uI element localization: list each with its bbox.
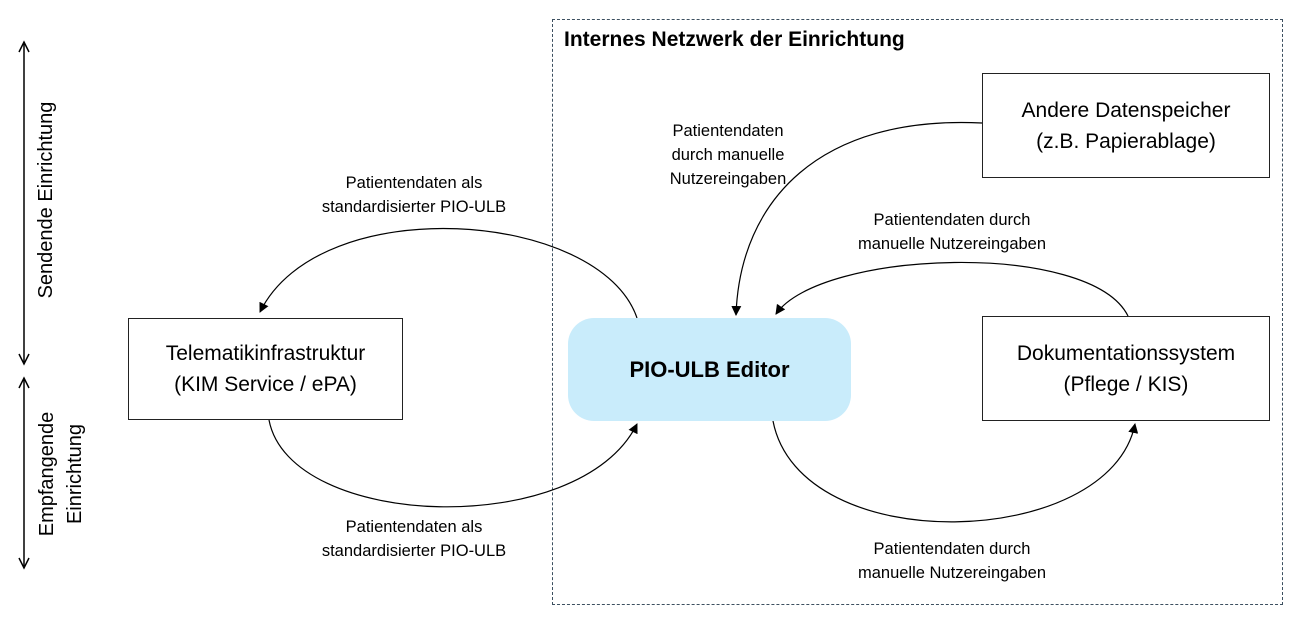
edge-editor-to-doku: [772, 420, 1139, 523]
edge-label-line: Patientendaten: [672, 122, 784, 140]
edge-label-line: standardisierter PIO-ULB: [321, 198, 507, 216]
edge-label-editor-to-doku: Patientendaten durch manuelle Nutzereing…: [858, 537, 1046, 585]
edge-label-telematik-to-editor: Patientendaten als standardisierter PIO-…: [322, 515, 506, 563]
node-doku-line2: (Pflege / KIS): [1063, 372, 1189, 396]
node-andere-datenspeicher: Andere Datenspeicher (z.B. Papierablage): [982, 73, 1270, 178]
edge-label-line: Patientendaten als: [345, 174, 483, 192]
node-editor-label: PIO-ULB Editor: [629, 356, 790, 382]
node-andere-line2: (z.B. Papierablage): [1036, 129, 1216, 153]
sending-side-label: Sendende Einrichtung: [35, 101, 57, 299]
node-telematikinfrastruktur: Telematikinfrastruktur (KIM Service / eP…: [128, 318, 403, 420]
edge-andere-to-editor: [731, 121, 983, 316]
node-telematik-line1: Telematikinfrastruktur: [165, 342, 366, 365]
node-telematik-line2: (KIM Service / ePA): [174, 373, 357, 396]
receiving-side-label: Empfangende Einrichtung: [33, 412, 89, 537]
edge-label-line: Patientendaten als: [345, 518, 483, 536]
edge-label-andere-to-editor: Patientendaten durch manuelle Nutzereing…: [670, 119, 787, 191]
node-andere-line1: Andere Datenspeicher: [1021, 98, 1231, 122]
edge-label-line: Patientendaten durch: [873, 540, 1031, 558]
edge-label-line: manuelle Nutzereingaben: [857, 235, 1047, 253]
node-doku-line1: Dokumentationssystem: [1016, 341, 1236, 365]
edge-label-line: standardisierter PIO-ULB: [321, 542, 507, 560]
receiving-side-label-line2: Einrichtung: [64, 423, 86, 525]
edge-label-line: Patientendaten durch: [873, 211, 1031, 229]
receiving-side-label-line1: Empfangende: [36, 411, 58, 537]
edge-label-line: manuelle Nutzereingaben: [857, 564, 1047, 582]
node-pio-ulb-editor: PIO-ULB Editor: [568, 318, 851, 421]
edge-doku-to-editor: [775, 261, 1129, 317]
internal-network-boundary: [552, 19, 1283, 605]
edge-telematik-to-editor: [268, 419, 638, 508]
edge-label-doku-to-editor: Patientendaten durch manuelle Nutzereing…: [858, 208, 1046, 256]
edge-label-line: durch manuelle: [671, 146, 785, 164]
edge-label-editor-to-telematik: Patientendaten als standardisierter PIO-…: [322, 171, 506, 219]
edge-label-line: Nutzereingaben: [669, 170, 787, 188]
network-title: Internes Netzwerk der Einrichtung: [564, 28, 905, 51]
edge-editor-to-telematik: [259, 227, 638, 319]
node-dokumentationssystem: Dokumentationssystem (Pflege / KIS): [982, 316, 1270, 421]
